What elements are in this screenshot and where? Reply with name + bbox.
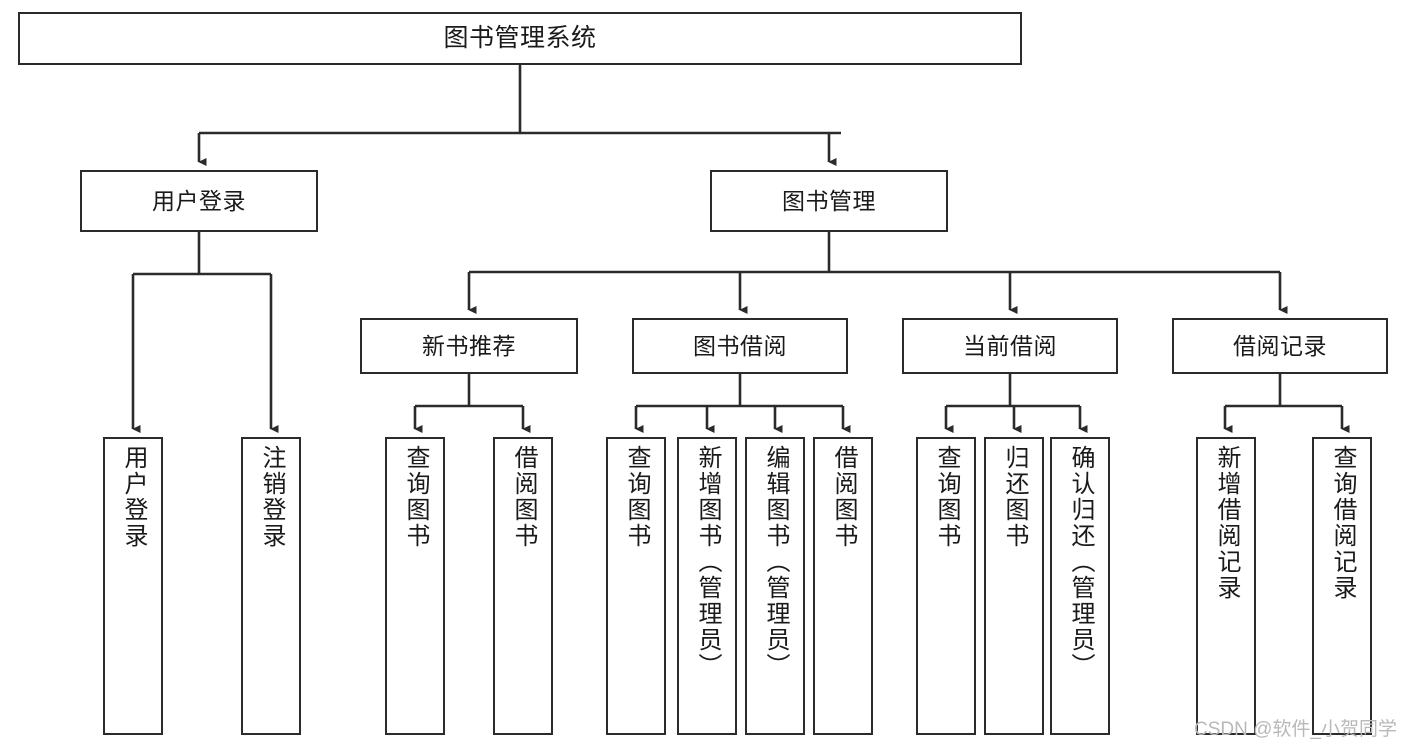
node-leaf-query-book-3[interactable]: 查询图书	[916, 437, 976, 735]
node-leaf-query-book-1-label: 查询图书	[402, 445, 429, 549]
node-leaf-query-record[interactable]: 查询借阅记录	[1312, 437, 1372, 735]
node-book-borrow-label: 图书借阅	[693, 332, 787, 359]
node-book-manage[interactable]: 图书管理	[710, 170, 948, 232]
node-leaf-confirm-return-label: 确认归还（管理员）	[1067, 445, 1094, 679]
node-leaf-borrow-book-1-label: 借阅图书	[510, 445, 537, 549]
node-root-label: 图书管理系统	[443, 24, 597, 52]
node-leaf-add-record[interactable]: 新增借阅记录	[1196, 437, 1256, 735]
node-user-login-label: 用户登录	[152, 187, 246, 214]
node-leaf-borrow-book-2-label: 借阅图书	[830, 445, 857, 549]
node-leaf-query-book-3-label: 查询图书	[933, 445, 960, 549]
node-leaf-query-book-2[interactable]: 查询图书	[606, 437, 666, 735]
node-book-manage-label: 图书管理	[782, 187, 876, 214]
node-leaf-add-book[interactable]: 新增图书（管理员）	[677, 437, 737, 735]
node-leaf-return-book-label: 归还图书	[1001, 445, 1028, 549]
node-current-borrow-label: 当前借阅	[963, 332, 1057, 359]
node-leaf-user-login[interactable]: 用户登录	[103, 437, 163, 735]
node-leaf-edit-book-label: 编辑图书（管理员）	[762, 445, 789, 679]
node-borrow-record[interactable]: 借阅记录	[1172, 318, 1388, 374]
node-leaf-borrow-book-2[interactable]: 借阅图书	[813, 437, 873, 735]
node-book-borrow[interactable]: 图书借阅	[632, 318, 848, 374]
node-leaf-edit-book[interactable]: 编辑图书（管理员）	[745, 437, 805, 735]
node-new-book-recommend-label: 新书推荐	[422, 332, 516, 359]
node-leaf-add-book-label: 新增图书（管理员）	[694, 445, 721, 679]
node-borrow-record-label: 借阅记录	[1233, 332, 1327, 359]
node-leaf-query-book-2-label: 查询图书	[623, 445, 650, 549]
node-leaf-logout[interactable]: 注销登录	[241, 437, 301, 735]
node-current-borrow[interactable]: 当前借阅	[902, 318, 1118, 374]
csdn-watermark: CSDN @软件_小贺同学	[1194, 719, 1397, 740]
node-leaf-return-book[interactable]: 归还图书	[984, 437, 1044, 735]
node-leaf-add-record-label: 新增借阅记录	[1213, 445, 1240, 601]
node-leaf-confirm-return[interactable]: 确认归还（管理员）	[1050, 437, 1110, 735]
node-new-book-recommend[interactable]: 新书推荐	[360, 318, 578, 374]
node-user-login[interactable]: 用户登录	[80, 170, 318, 232]
node-leaf-query-book-1[interactable]: 查询图书	[385, 437, 445, 735]
node-root[interactable]: 图书管理系统	[18, 12, 1022, 65]
node-leaf-user-login-label: 用户登录	[120, 445, 147, 549]
node-leaf-borrow-book-1[interactable]: 借阅图书	[493, 437, 553, 735]
node-leaf-logout-label: 注销登录	[258, 445, 285, 549]
node-leaf-query-record-label: 查询借阅记录	[1329, 445, 1356, 601]
